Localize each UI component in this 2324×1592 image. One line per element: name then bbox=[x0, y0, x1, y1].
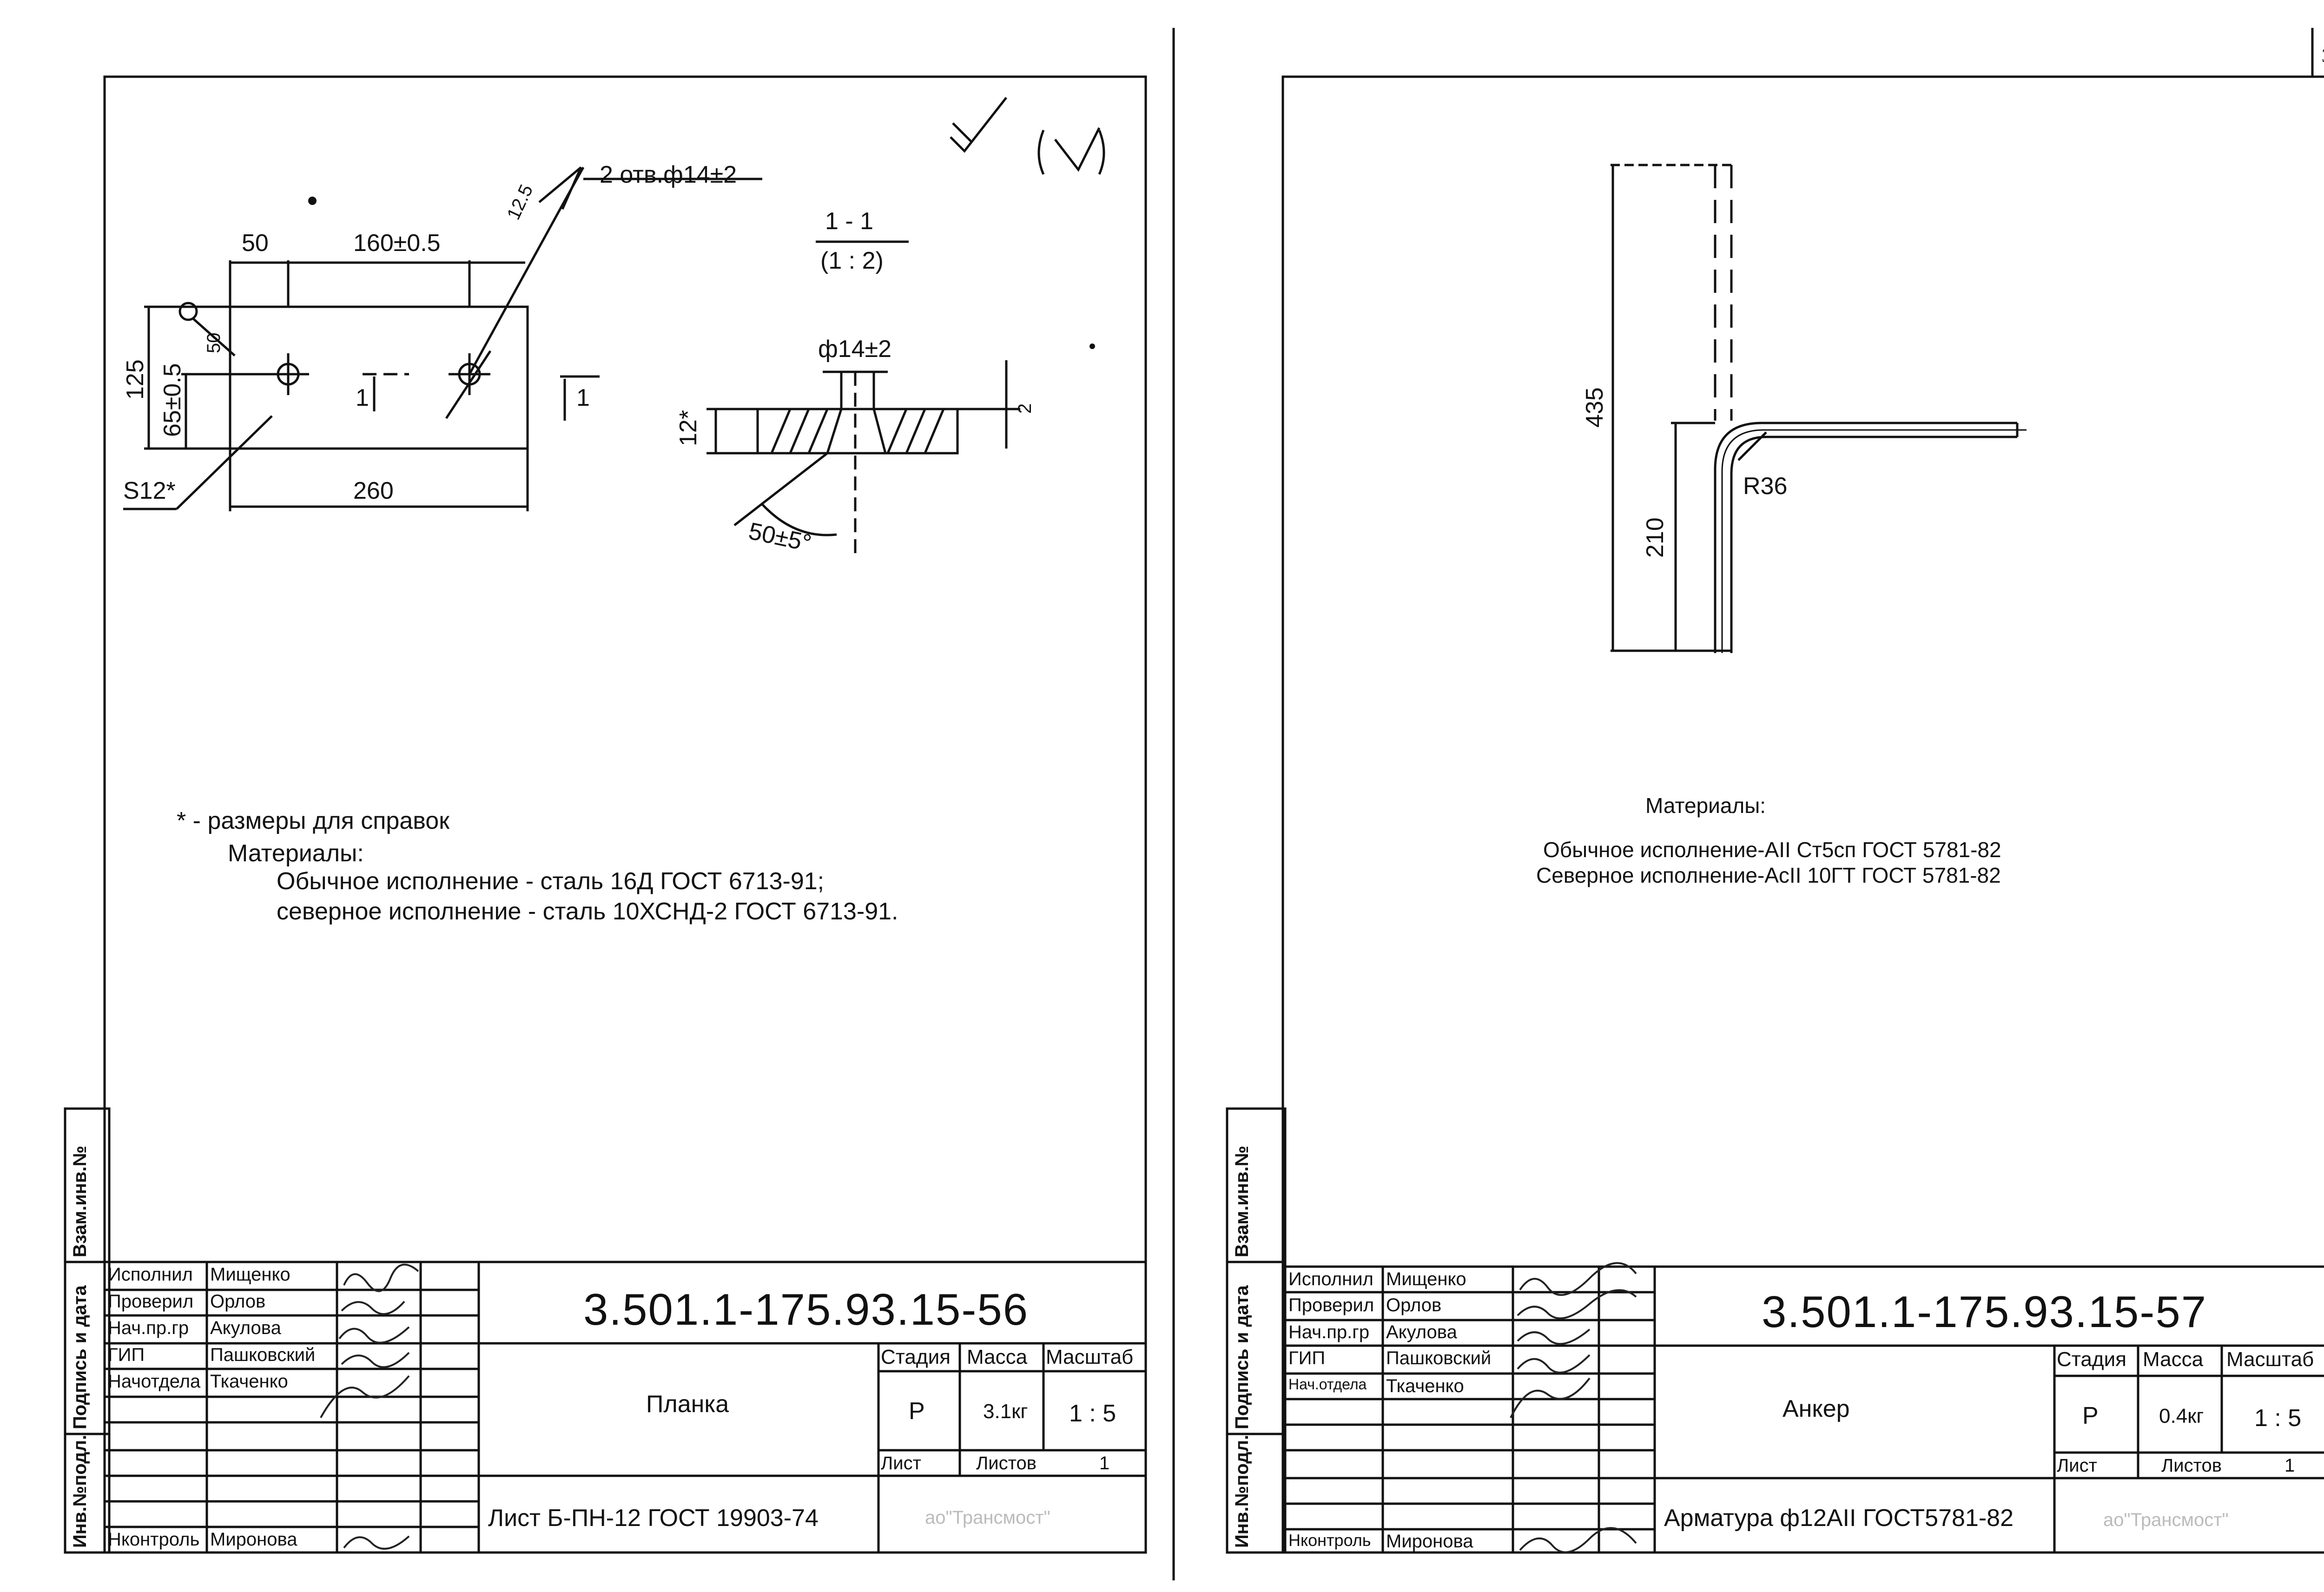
dim-125: 125 bbox=[122, 359, 149, 400]
scale-header-right: Масштаб bbox=[2226, 1348, 2314, 1371]
side-label-replace-right: Взам.инв.№ bbox=[1232, 1145, 1252, 1257]
materials-line-2: северное исполнение - сталь 10ХСНД-2 ГОС… bbox=[277, 898, 898, 925]
dim-50: 50 bbox=[242, 230, 269, 257]
org-name-right: ао"Трансмост" bbox=[2103, 1510, 2229, 1530]
radius-label: R36 bbox=[1743, 473, 1788, 500]
side-label-inv-right: Инв.№подл. bbox=[1232, 1434, 1252, 1548]
sheets-label: Листов bbox=[976, 1453, 1037, 1473]
role-group-head: Нач.пр.гр bbox=[108, 1318, 189, 1338]
name-2: Орлов bbox=[210, 1291, 266, 1312]
material-spec: Лист Б-ПН-12 ГОСТ 19903-74 bbox=[488, 1505, 819, 1532]
sheets-count: 1 bbox=[1099, 1453, 1110, 1473]
name-1: Мищенко bbox=[210, 1264, 290, 1285]
role-norm-control-right: Нконтроль bbox=[1288, 1531, 1371, 1550]
name-3-right: Акулова bbox=[1386, 1322, 1457, 1342]
material-spec-right: Арматура ф12AII ГОСТ5781-82 bbox=[1664, 1505, 2014, 1532]
name-6: Миронова bbox=[210, 1529, 297, 1550]
drawing-code: 3.501.1-175.93.15-56 bbox=[583, 1285, 1029, 1334]
scale-value: 1 : 5 bbox=[1069, 1400, 1116, 1427]
sheets-label-right: Листов bbox=[2161, 1455, 2222, 1476]
mass-header: Масса bbox=[967, 1346, 1028, 1368]
sheets-count-right: 1 bbox=[2284, 1455, 2295, 1476]
name-6-right: Миронова bbox=[1386, 1531, 1473, 1552]
materials-title: Материалы: bbox=[228, 840, 364, 867]
sheet-label: Лист bbox=[881, 1453, 921, 1473]
role-dept-head-right: Нач.отдела bbox=[1288, 1376, 1367, 1393]
scale-value-right: 1 : 5 bbox=[2254, 1405, 2302, 1432]
drawing-code-right: 3.501.1-175.93.15-57 bbox=[1762, 1287, 2207, 1337]
role-checked: Проверил bbox=[108, 1291, 194, 1312]
chamfer-label: 2 bbox=[1015, 403, 1035, 414]
phi-label: ф14±2 bbox=[818, 336, 892, 363]
role-dept-head: Начотдела bbox=[108, 1371, 201, 1392]
page-number: 36 bbox=[2322, 46, 2324, 65]
role-executed-right: Исполнил bbox=[1288, 1269, 1373, 1289]
scale-header: Масштаб bbox=[1046, 1346, 1134, 1368]
dim-435: 435 bbox=[1581, 387, 1608, 428]
role-chief-engineer-right: ГИП bbox=[1288, 1348, 1326, 1368]
dim-65: 65±0.5 bbox=[159, 363, 186, 437]
side-label-replace-left: Взам.инв.№ bbox=[70, 1145, 90, 1257]
part-title-right: Анкер bbox=[1783, 1395, 1850, 1422]
stage-value-right: Р bbox=[2082, 1402, 2099, 1429]
cut-label-2: 1 bbox=[576, 384, 590, 411]
dim-160: 160±0.5 bbox=[353, 230, 441, 257]
name-2-right: Орлов bbox=[1386, 1295, 1442, 1315]
side-label-sign-left: Подпись и дата bbox=[70, 1285, 90, 1429]
section-scale: (1 : 2) bbox=[820, 247, 884, 274]
stage-header-right: Стадия bbox=[2057, 1348, 2126, 1371]
name-5: Ткаченко bbox=[210, 1371, 288, 1392]
note-asterisk: * - размеры для справок bbox=[177, 807, 449, 834]
mass-value-right: 0.4кг bbox=[2159, 1405, 2204, 1427]
role-checked-right: Проверил bbox=[1288, 1295, 1374, 1315]
holes-label: 2 отв.ф14±2 bbox=[600, 161, 737, 188]
sheet-label-right: Лист bbox=[2057, 1455, 2097, 1476]
role-chief-engineer: ГИП bbox=[108, 1345, 145, 1365]
materials-line-2-right: Северное исполнение-AсII 10ГТ ГОСТ 5781-… bbox=[1536, 863, 2001, 887]
role-norm-control: Нконтроль bbox=[108, 1529, 200, 1550]
role-executed: Исполнил bbox=[108, 1264, 193, 1285]
materials-line-1: Обычное исполнение - сталь 16Д ГОСТ 6713… bbox=[277, 868, 825, 895]
dim-210: 210 bbox=[1642, 517, 1669, 558]
cut-label-1: 1 bbox=[356, 384, 369, 411]
roughness-50: 50 bbox=[204, 332, 224, 354]
name-3: Акулова bbox=[210, 1318, 281, 1338]
org-name: ао"Трансмост" bbox=[925, 1507, 1050, 1528]
name-4: Пашковский bbox=[210, 1345, 316, 1365]
mass-header-right: Масса bbox=[2143, 1348, 2204, 1371]
mass-value: 3.1кг bbox=[983, 1400, 1028, 1423]
section-number: 1 - 1 bbox=[825, 208, 874, 235]
materials-line-1-right: Обычное исполнение-AII Ст5сп ГОСТ 5781-8… bbox=[1543, 838, 2001, 862]
stage-header: Стадия bbox=[881, 1346, 951, 1368]
s12-label: S12* bbox=[123, 477, 176, 504]
part-title: Планка bbox=[646, 1391, 729, 1418]
side-label-sign-right: Подпись и дата bbox=[1232, 1285, 1252, 1429]
side-label-inv-left: Инв.№подл. bbox=[70, 1434, 90, 1548]
stage-value: Р bbox=[909, 1398, 925, 1425]
name-1-right: Мищенко bbox=[1386, 1269, 1466, 1289]
role-group-head-right: Нач.пр.гр bbox=[1288, 1322, 1370, 1342]
dim-260: 260 bbox=[353, 477, 394, 504]
name-5-right: Ткаченко bbox=[1386, 1376, 1464, 1396]
dim-12: 12* bbox=[675, 410, 702, 446]
name-4-right: Пашковский bbox=[1386, 1348, 1492, 1368]
materials-title-right: Материалы: bbox=[1645, 793, 1766, 818]
